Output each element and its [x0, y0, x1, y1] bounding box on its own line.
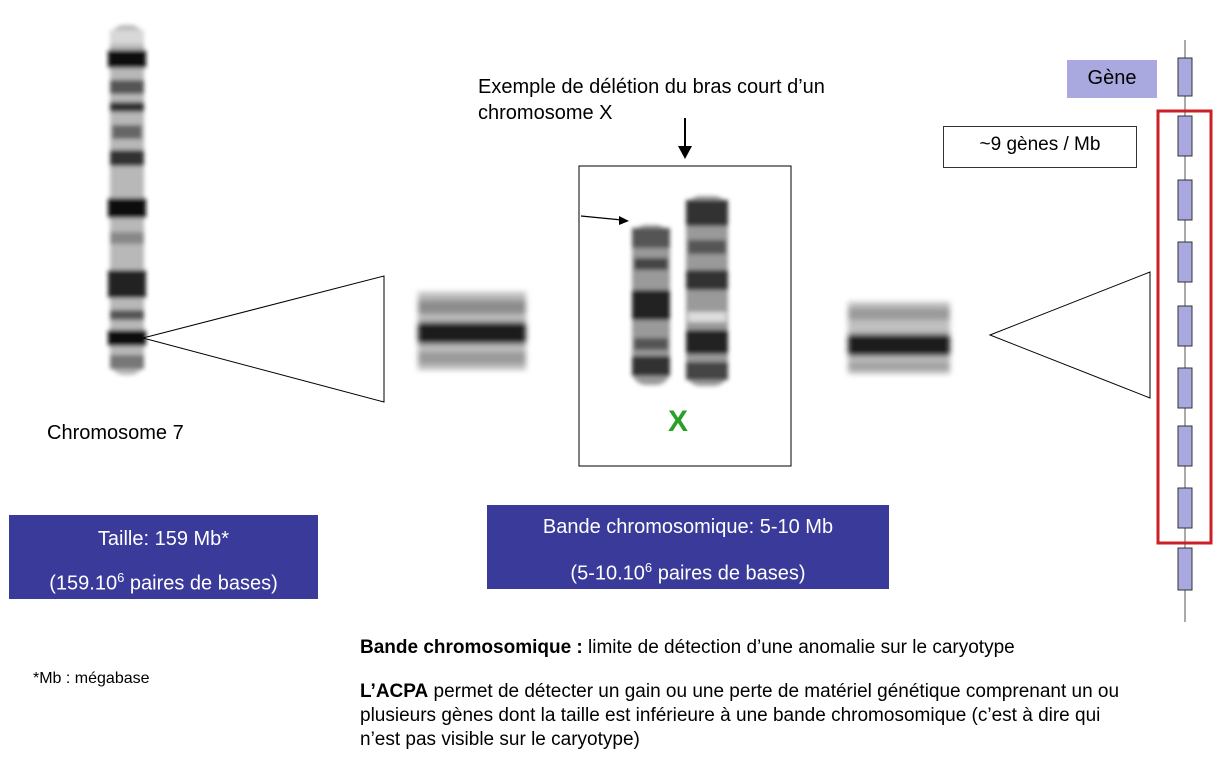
band-definition-term: Bande chromosomique : [360, 637, 583, 658]
chromosome-7-label: Chromosome 7 [47, 422, 184, 444]
size-base: (159.10 [49, 572, 118, 595]
band-box: Bande chromosomique: 5-10 Mb (5-10.106 p… [487, 505, 889, 589]
gene-marker [1177, 241, 1193, 283]
deletion-pointer-arrow [580, 215, 623, 221]
size-box: Taille: 159 Mb* (159.106 paires de bases… [9, 515, 318, 599]
size-line-1: Taille: 159 Mb* [97, 528, 230, 550]
acpa-description: L’ACPA permet de détecter un gain ou une… [360, 680, 1120, 752]
megabase-highlight [1156, 109, 1213, 545]
chromosome-x-normal [686, 196, 728, 386]
band-line-2: (5-10.106 paires de bases) [487, 555, 889, 587]
zoom-triangle-left [141, 275, 385, 403]
chromosome-x-deleted [632, 225, 670, 385]
acpa-text: permet de détecter un gain ou une perte … [360, 681, 1120, 750]
size-rest: paires de bases) [124, 572, 278, 595]
gene-marker [1177, 547, 1193, 591]
gene-marker [1177, 57, 1193, 97]
gene-marker [1177, 425, 1193, 467]
band-base: (5-10.10 [570, 562, 645, 585]
band-rest: paires de bases) [652, 562, 806, 585]
karyotype-frame [578, 165, 792, 467]
chromosome-7-image [108, 25, 146, 375]
gene-marker [1177, 367, 1193, 409]
band-exponent: 6 [644, 560, 653, 575]
megabase-footnote: *Mb : mégabase [33, 670, 150, 687]
band-line-1: Bande chromosomique: 5-10 Mb [542, 516, 834, 538]
x-chromosome-label: X [668, 405, 689, 438]
gene-markers [1177, 57, 1193, 591]
gene-label-box: Gène [1067, 60, 1157, 98]
zoom-triangle-right [988, 271, 1151, 399]
size-line-2: (159.106 paires de bases) [9, 565, 318, 597]
acpa-term: L’ACPA [360, 681, 429, 702]
size-exponent: 6 [117, 570, 125, 585]
gene-density-box: ~9 gènes / Mb [943, 126, 1137, 168]
gene-marker [1177, 305, 1193, 347]
band-zoom-right [848, 302, 950, 374]
deletion-caption: Exemple de délétion du bras court d’un c… [478, 76, 825, 124]
gene-marker [1177, 115, 1193, 157]
gene-marker [1177, 179, 1193, 221]
band-zoom-left [418, 292, 526, 370]
gene-marker [1177, 487, 1193, 529]
band-definition: Bande chromosomique : limite de détectio… [360, 636, 1210, 660]
band-definition-text: limite de détection d’une anomalie sur l… [582, 637, 1015, 658]
